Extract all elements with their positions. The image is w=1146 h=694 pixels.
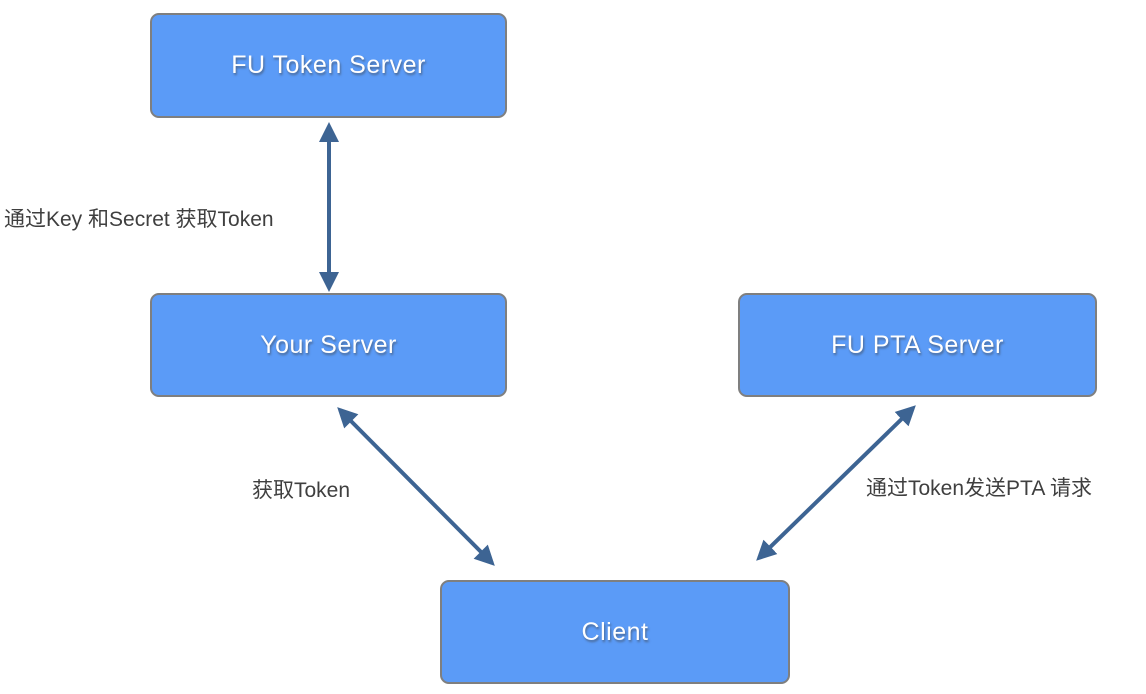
node-fu-pta-server: FU PTA Server <box>738 293 1097 397</box>
node-client-label: Client <box>581 617 649 646</box>
edge-label-get-token: 获取Token <box>252 479 351 502</box>
node-fu-token-server-label: FU Token Server <box>231 51 426 79</box>
node-client: Client <box>440 580 790 684</box>
node-fu-token-server: FU Token Server <box>150 13 507 118</box>
node-your-server-label: Your Server <box>260 330 397 359</box>
edge-label-token-key: 通过Key 和Secret 获取Token <box>4 208 274 231</box>
node-your-server: Your Server <box>150 293 507 397</box>
edge-label-pta-request: 通过Token发送PTA 请求 <box>866 477 1092 500</box>
node-fu-pta-server-label: FU PTA Server <box>831 330 1004 359</box>
arrow-client-to-your-server <box>337 407 495 566</box>
